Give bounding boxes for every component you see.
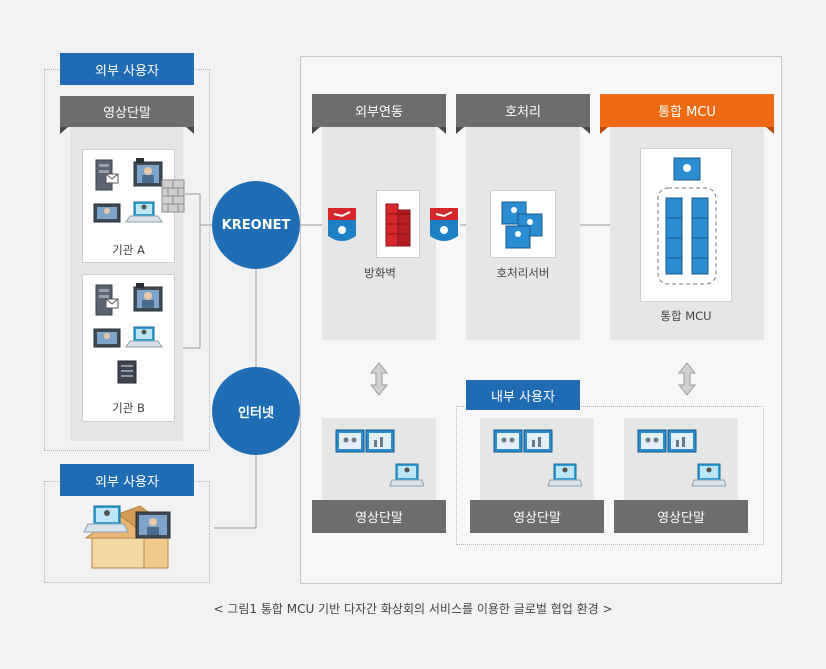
kreonet-node: KREONET	[212, 181, 300, 269]
integrated-mcu-title-text: 통합 MCU	[658, 105, 716, 120]
external-user-bottom-title: 외부 사용자	[60, 464, 194, 496]
call-server-icon	[501, 201, 543, 249]
up-down-arrow-icon	[370, 362, 388, 396]
tag-fold-right	[766, 127, 774, 134]
terminal-group-left-title-text: 영상단말	[103, 106, 151, 121]
internet-node: 인터넷	[212, 367, 300, 455]
tag-fold-left	[312, 127, 320, 134]
tag-fold-right	[438, 127, 446, 134]
terminal-group-left-title: 영상단말	[60, 96, 194, 134]
call-server-label: 호처리서버	[496, 266, 550, 280]
call-processing-title-text: 호처리	[505, 105, 541, 120]
institution-b-label: 기관 B	[112, 401, 145, 415]
institution-a-label: 기관 A	[112, 243, 145, 257]
router-icon	[328, 208, 356, 241]
terminal-middle-title: 영상단말	[470, 500, 604, 533]
terminal-middle-left-title: 영상단말	[312, 500, 446, 533]
call-processing-title: 호처리	[456, 94, 590, 134]
institution-b-devices-icon	[93, 283, 163, 384]
mcu-stack-icon	[657, 157, 717, 285]
institution-a-devices-icon	[93, 158, 163, 223]
terminal-right-title: 영상단말	[614, 500, 748, 533]
tag-fold-left	[60, 127, 68, 134]
brick-wall-icon	[161, 179, 185, 213]
integrated-mcu-title: 통합 MCU	[600, 94, 774, 134]
home-user-icon	[83, 505, 171, 569]
external-user-top-title: 외부 사용자	[60, 53, 194, 85]
external-link-title-text: 외부연동	[355, 105, 403, 120]
firewall-label: 방화벽	[364, 266, 396, 280]
internal-user-region	[456, 406, 764, 545]
up-down-arrow-icon	[678, 362, 696, 396]
internal-user-title: 내부 사용자	[466, 380, 580, 410]
external-link-title: 외부연동	[312, 94, 446, 134]
video-terminal-icon	[637, 429, 726, 487]
tag-fold-left	[600, 127, 608, 134]
tag-fold-left	[456, 127, 464, 134]
router-icon	[430, 208, 458, 241]
video-terminal-icon	[493, 429, 582, 487]
tag-fold-right	[186, 127, 194, 134]
figure-caption: < 그림1 통합 MCU 기반 다자간 화상회의 서비스를 이용한 글로벌 협업…	[213, 602, 613, 616]
mcu-label: 통합 MCU	[660, 309, 712, 323]
video-terminal-icon	[335, 429, 424, 487]
tag-fold-right	[582, 127, 590, 134]
firewall-icon	[385, 203, 411, 247]
